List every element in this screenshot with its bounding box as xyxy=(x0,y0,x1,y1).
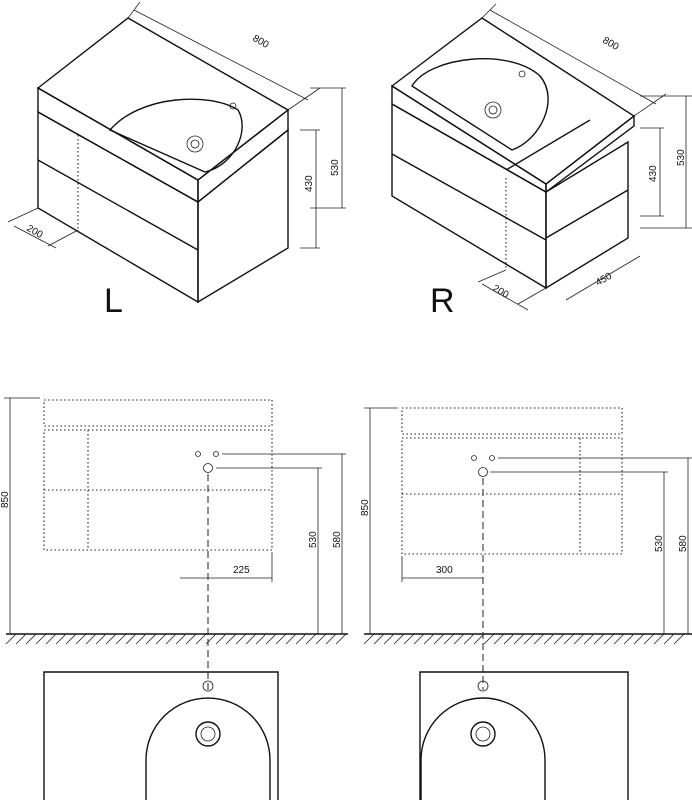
front-view-right: 850 530 580 300 xyxy=(360,407,692,690)
variant-letter-right: R xyxy=(430,282,455,320)
dim-tap-height-right: 580 xyxy=(678,535,689,552)
dim-height-total-right: 530 xyxy=(676,149,687,166)
iso-view-left: 800 530 430 200 L xyxy=(7,1,346,320)
dim-overall-height-right: 850 xyxy=(360,499,371,516)
iso-view-right: 800 530 430 200 450 R xyxy=(390,3,692,320)
dim-tap-height-left: 580 xyxy=(332,531,343,548)
dim-width-right: 800 xyxy=(601,35,621,53)
variant-letter-left: L xyxy=(104,282,123,320)
dim-overall-height-left: 850 xyxy=(0,491,11,508)
dim-width-left: 800 xyxy=(251,33,271,51)
top-view-left xyxy=(43,671,279,800)
dim-outlet-height-left: 530 xyxy=(308,531,319,548)
dim-offset-left: 225 xyxy=(233,565,250,576)
dim-depth-left: 200 xyxy=(25,223,45,241)
dim-outlet-height-right: 530 xyxy=(654,535,665,552)
top-view-right xyxy=(419,671,629,800)
dim-height-body-left: 430 xyxy=(304,175,315,192)
dim-height-total-left: 530 xyxy=(330,159,341,176)
dim-height-body-right: 430 xyxy=(648,165,659,182)
front-view-left: 850 530 580 225 xyxy=(0,397,348,690)
dim-offset-right: 300 xyxy=(436,565,453,576)
